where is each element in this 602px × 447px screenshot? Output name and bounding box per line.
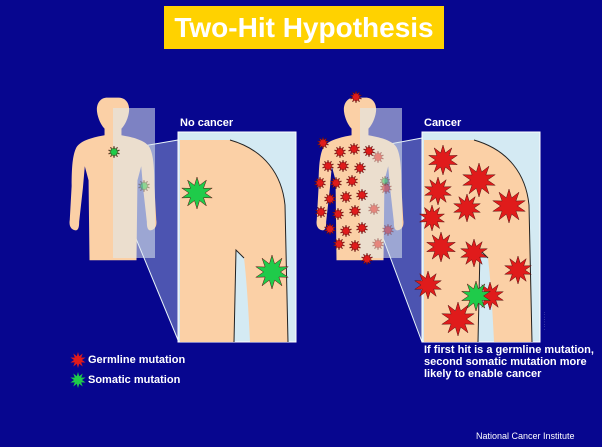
image-credit-mark: · · · · · · · ·: [542, 312, 547, 330]
left-zoom-skin: [180, 140, 288, 342]
cancer-label: Cancer: [424, 117, 461, 129]
title-banner: Two-Hit Hypothesis: [164, 6, 444, 49]
left-body-highlight: [113, 108, 155, 258]
legend-germline-label: Germline mutation: [88, 354, 185, 366]
red-starburst-icon: [70, 352, 86, 368]
no-cancer-label: No cancer: [180, 117, 233, 129]
legend-somatic-label: Somatic mutation: [88, 374, 180, 386]
right-body-highlight: [360, 108, 402, 258]
green-starburst-icon: [70, 372, 86, 388]
footer-credit: National Cancer Institute: [476, 431, 575, 441]
caption-text: If first hit is a germline mutation, sec…: [424, 344, 599, 380]
slide-title: Two-Hit Hypothesis: [164, 12, 444, 44]
